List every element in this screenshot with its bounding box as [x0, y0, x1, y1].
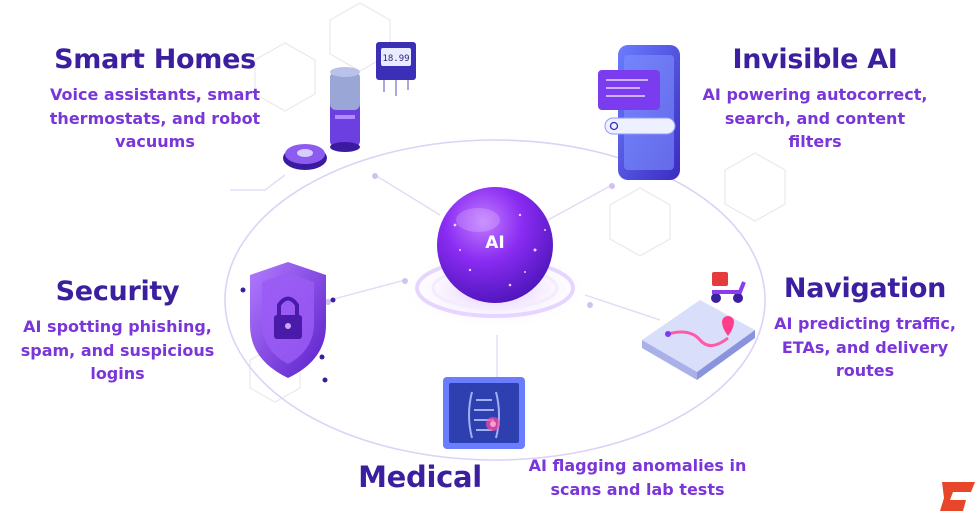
orbit-ring [224, 139, 766, 461]
smart-speaker-icon [330, 67, 360, 152]
connector-lines [329, 174, 661, 395]
security-desc: AI spotting phishing, spam, and suspicio… [20, 317, 215, 383]
ai-hub-label: AI [485, 233, 505, 253]
smart-homes-title: Smart Homes [54, 44, 256, 75]
medical-scan-icon [443, 377, 525, 449]
thermostat-icon: 18.99 [376, 42, 416, 96]
navigation-title: Navigation [783, 273, 947, 304]
phone-icon [598, 45, 680, 180]
navigation-desc: AI predicting traffic, ETAs, and deliver… [774, 314, 956, 380]
security-title: Security [55, 276, 180, 307]
medical-title: Medical [358, 460, 482, 494]
security-block: Security AI spotting phishing, spam, and… [10, 275, 225, 386]
smart-homes-desc: Voice assistants, smart thermostats, and… [49, 85, 261, 151]
ai-hub [400, 187, 590, 330]
ai-sphere [437, 187, 553, 303]
medical-block: Medical [330, 460, 510, 494]
navigation-block: Navigation AI predicting traffic, ETAs, … [760, 272, 970, 383]
brand-logo [940, 482, 975, 511]
invisible-ai-block: Invisible AI AI powering autocorrect, se… [700, 43, 930, 154]
invisible-ai-desc: AI powering autocorrect, search, and con… [702, 85, 928, 151]
shield-lock-icon [240, 262, 336, 383]
robot-vacuum-icon [230, 144, 327, 191]
smart-homes-block: Smart Homes Voice assistants, smart ther… [40, 43, 270, 154]
thermostat-display: 18.99 [382, 54, 409, 64]
delivery-scooter-icon [711, 272, 746, 303]
invisible-ai-title: Invisible AI [732, 44, 898, 75]
map-route-icon [642, 300, 755, 380]
search-icon [609, 121, 619, 131]
medical-desc: AI flagging anomalies in scans and lab t… [528, 456, 747, 499]
